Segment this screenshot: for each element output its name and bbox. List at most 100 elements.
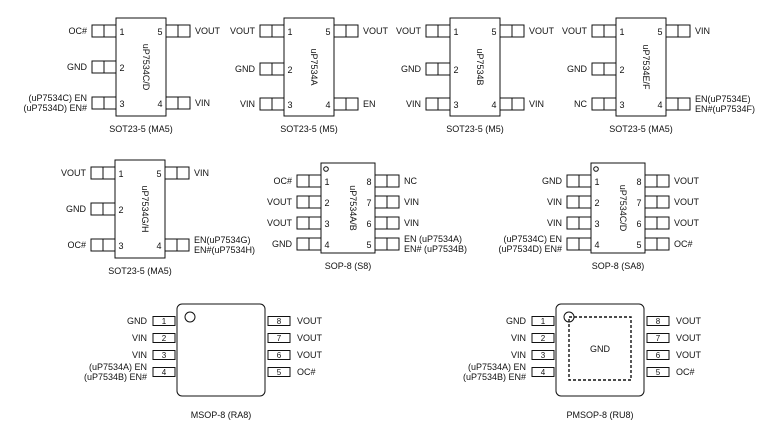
pin-lead [90, 202, 104, 216]
package-caption: SOT23-5 (M5) [280, 124, 338, 134]
pin-number: 1 [119, 27, 124, 37]
pin-lead [152, 367, 176, 377]
pin-label: VIN [404, 197, 419, 207]
pin-label: VOUT [297, 350, 323, 360]
pin-label: VIN [547, 218, 562, 228]
pin-lead [333, 97, 347, 111]
pin-lead [566, 237, 580, 251]
package-caption: PMSOP-8 (RU8) [566, 410, 633, 420]
pin-number: 5 [156, 169, 161, 179]
pin-lead [267, 333, 291, 343]
pin-lead [152, 350, 176, 360]
package-body [115, 17, 167, 117]
pin-number: 2 [287, 65, 292, 75]
pin-lead [644, 174, 658, 188]
pin-lead [308, 216, 322, 230]
pin-lead [499, 97, 513, 111]
package-caption: SOT23-5 (MA5) [108, 266, 172, 276]
pin-label: VIN [195, 98, 210, 108]
pin-label: VOUT [267, 197, 293, 207]
pin-number: 5 [491, 27, 496, 37]
pin-lead [386, 195, 400, 209]
pin-lead [308, 195, 322, 209]
pin-number: 8 [656, 317, 661, 326]
pin-lead [345, 24, 359, 38]
pin-number: 1 [324, 177, 329, 187]
pin-lead [259, 97, 273, 111]
pin-label: EN# (uP7534B) [404, 244, 467, 254]
pin-lead [176, 166, 190, 180]
pin-lead [566, 195, 580, 209]
pin-lead [102, 166, 116, 180]
pin-number: 6 [636, 219, 641, 229]
package-body [590, 162, 646, 254]
pin-number: 2 [594, 198, 599, 208]
pin-lead [646, 367, 670, 377]
pin-label: VIN [404, 218, 419, 228]
pin-lead [308, 174, 322, 188]
pin-label: (uP7534A) EN [89, 362, 147, 372]
pin-label: OC# [273, 176, 292, 186]
pin-label: OC# [676, 367, 695, 377]
exposed-pad-label: GND [590, 344, 611, 354]
package-body [114, 159, 166, 259]
package-caption: SOT23-5 (MA5) [109, 124, 173, 134]
pin-number: 3 [118, 241, 123, 251]
pin-label: VOUT [363, 26, 389, 36]
part-number: uP7534A [309, 48, 319, 85]
pin-label: VOUT [230, 26, 256, 36]
pin-lead [566, 174, 580, 188]
pin-lead [374, 174, 388, 188]
pin-number: 1 [287, 27, 292, 37]
pin-label: (uP7534D) EN# [498, 244, 562, 254]
pin-lead [296, 237, 310, 251]
pin-lead [437, 62, 451, 76]
pin-lead [165, 96, 179, 110]
pin-lead [677, 97, 691, 111]
part-number: uP7534A/B [348, 185, 358, 231]
pin-label: EN#(uP7534H) [194, 245, 255, 255]
pin-lead [578, 195, 592, 209]
pin-label: OC# [68, 26, 87, 36]
pin-lead [177, 24, 191, 38]
pin-lead [296, 216, 310, 230]
pin-label: VOUT [562, 26, 588, 36]
pin-label: VIN [240, 99, 255, 109]
pin-lead [91, 24, 105, 38]
pin-lead [591, 24, 605, 38]
pin-lead [386, 216, 400, 230]
pin-number: 7 [656, 334, 661, 343]
pin-number: 8 [277, 317, 282, 326]
pin-lead [102, 202, 116, 216]
pin-label: VIN [529, 99, 544, 109]
pin1-marker [323, 166, 329, 172]
pin-number: 3 [324, 219, 329, 229]
pin-number: 5 [157, 27, 162, 37]
pin-lead [499, 24, 513, 38]
pin-number: 4 [491, 100, 496, 110]
pin-label: VIN [132, 333, 147, 343]
pin-number: 4 [657, 100, 662, 110]
pin-label: VOUT [195, 26, 221, 36]
pin-lead [102, 238, 116, 252]
package-body [283, 17, 335, 117]
pin-lead [164, 238, 178, 252]
pin-number: 1 [162, 317, 167, 326]
pin-number: 2 [619, 65, 624, 75]
pin-label: (uP7534A) EN [468, 362, 526, 372]
pin-number: 2 [541, 334, 546, 343]
pin-number: 8 [366, 177, 371, 187]
pin-lead [644, 237, 658, 251]
pin-lead [603, 97, 617, 111]
pin-label: (uP7534C) EN [28, 93, 87, 103]
pin-lead [259, 62, 273, 76]
pin-lead [90, 238, 104, 252]
pin-lead [386, 174, 400, 188]
pin-lead [578, 237, 592, 251]
pin-label: VOUT [676, 350, 702, 360]
pin-lead [333, 24, 347, 38]
pin-number: 1 [118, 169, 123, 179]
pin-lead [103, 24, 117, 38]
pin-number: 4 [324, 240, 329, 250]
